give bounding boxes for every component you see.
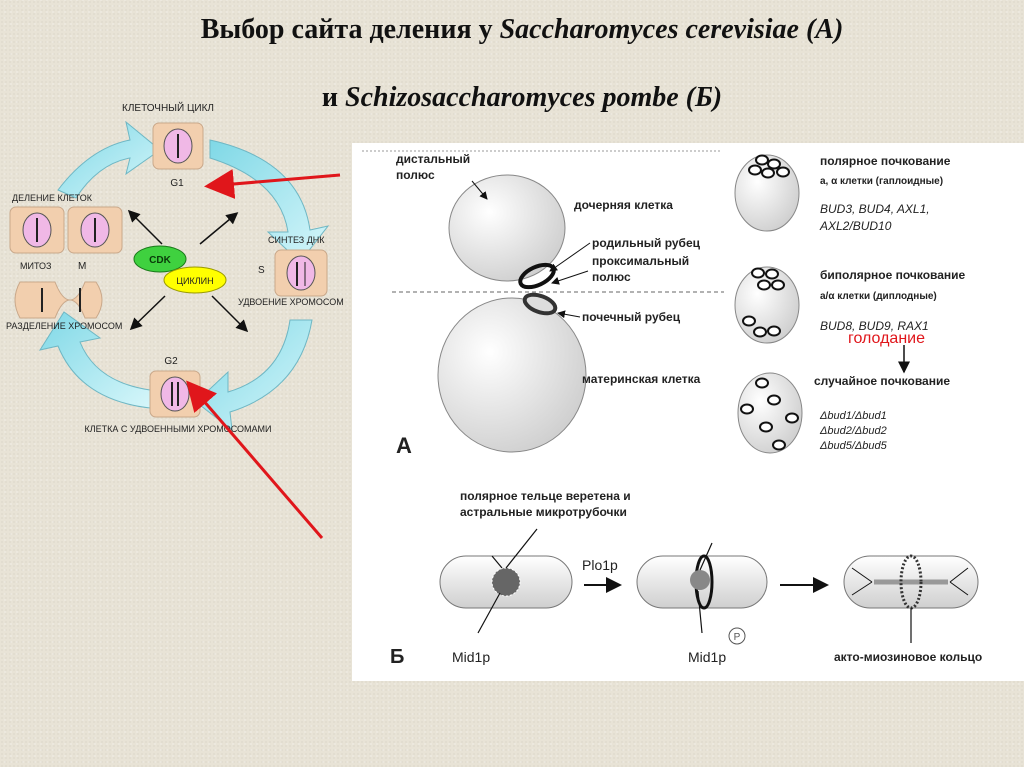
- random-genes-3: Δbud5/Δbud5: [819, 440, 888, 452]
- birth-scar-label: родильный рубец: [592, 236, 701, 250]
- slide-title-line2: и Schizosaccharomyces pombe (Б): [10, 82, 1024, 114]
- phospho-label: P: [734, 632, 741, 643]
- birth-scar-pointer: [549, 242, 591, 272]
- random-budding-label: случайное почкование: [814, 374, 950, 388]
- daughter-cell-shape: [448, 174, 566, 282]
- cdk-blob: [133, 245, 187, 273]
- mother-cell-label: материнская клетка: [582, 372, 701, 386]
- bipolar-budding-cell: [734, 266, 800, 344]
- spindle-body-label: полярное тельце веретена и: [460, 489, 631, 503]
- pombe-cell-3: [843, 554, 979, 643]
- distal-pole-label: дистальный: [396, 152, 470, 166]
- title-prefix-2: и: [321, 82, 346, 113]
- panel-svg: дистальный полюс дочерняя клетка родильн…: [362, 150, 982, 668]
- cell-cycle-diagram: КЛЕТОЧНЫЙ ЦИКЛ G1 ДЕЛЕНИЕ КЛЕТОК МИТОЗ M…: [6, 101, 344, 434]
- polar-genes-2: AXL2/BUD10: [819, 219, 892, 233]
- pombe-cell-2: [636, 542, 768, 645]
- proximal-pole-label: проксимальный: [592, 254, 689, 268]
- proximal-pointer: [551, 270, 589, 285]
- dna-synthesis-label: СИНТЕЗ ДНК: [268, 235, 325, 245]
- random-budding-cell: [737, 372, 803, 454]
- distal-pole-label-2: полюс: [396, 168, 435, 182]
- doubling-label: УДВОЕНИЕ ХРОМОСОМ: [238, 297, 344, 307]
- panel-b-letter: Б: [390, 646, 404, 668]
- random-genes-1: Δbud1/Δbud1: [819, 410, 887, 422]
- s-cell: [274, 249, 328, 297]
- m-cells: [9, 206, 123, 254]
- red-arrow-g1: [204, 169, 341, 199]
- distal-pointer: [471, 180, 488, 200]
- g1-label: G1: [170, 178, 184, 189]
- m-label: M: [78, 261, 86, 272]
- starvation-label: голодание: [848, 330, 925, 347]
- doubled-cell-label: КЛЕТКА С УДВОЕННЫМИ ХРОМОСОМАМИ: [84, 424, 271, 434]
- title-species-b: Schizosaccharomyces pombe (Б): [345, 82, 723, 113]
- random-genes-2: Δbud2/Δbud2: [819, 425, 887, 437]
- cdk-arrows: [127, 209, 249, 333]
- bud-scar-ring: [522, 292, 558, 316]
- g2-label: G2: [164, 356, 178, 367]
- bud-scar-label: почечный рубец: [582, 310, 681, 324]
- cyclin-label: ЦИКЛИН: [176, 276, 213, 286]
- ring-label: акто-миозиновое кольцо: [834, 650, 982, 664]
- spindle-body-label-2: астральные микротрубочки: [460, 505, 627, 519]
- bipolar-cells-label: a/α клетки (диплодные): [820, 291, 937, 302]
- bipolar-budding-label: биполярное почкование: [820, 268, 966, 282]
- title-prefix: Выбор сайта деления у: [200, 14, 500, 45]
- mother-cell-shape: [437, 297, 587, 453]
- title-species-a: Saccharomyces cerevisiae (A): [499, 14, 844, 45]
- g1-cell: [152, 122, 204, 170]
- illustration-panel: дистальный полюс дочерняя клетка родильн…: [352, 143, 1024, 681]
- polar-budding-cell: [734, 154, 800, 232]
- panel-a-letter: A: [396, 433, 412, 458]
- polar-genes-1: BUD3, BUD4, AXL1,: [820, 202, 930, 216]
- bud-scar-pointer: [557, 310, 581, 319]
- mid1p-label-2: Mid1p: [688, 649, 726, 665]
- cycle-title: КЛЕТОЧНЫЙ ЦИКЛ: [122, 101, 214, 114]
- separating-cell: [14, 281, 103, 319]
- bipolar-genes-label: BUD8, BUD9, RAX1: [820, 319, 929, 333]
- cell-division-label: ДЕЛЕНИЕ КЛЕТОК: [12, 193, 93, 203]
- plo1p-label: Plo1p: [582, 557, 618, 573]
- slide-title-line1: Выбор сайта деления у Saccharomyces cere…: [10, 14, 1024, 46]
- mid1p-label-1: Mid1p: [452, 649, 490, 665]
- red-arrow-g2: [186, 380, 324, 539]
- proximal-pole-label-2: полюс: [592, 270, 631, 284]
- s-label: S: [258, 265, 265, 276]
- separation-label: РАЗДЕЛЕНИЕ ХРОМОСОМ: [6, 321, 122, 331]
- cyclin-blob: [163, 266, 227, 294]
- cdk-label: CDK: [149, 255, 171, 266]
- mitosis-label: МИТОЗ: [20, 261, 52, 271]
- polar-budding-label: полярное почкование: [820, 154, 951, 168]
- cycle-arrows: [38, 120, 330, 432]
- pombe-cell-1: [439, 528, 573, 634]
- daughter-cell-label: дочерняя клетка: [574, 198, 673, 212]
- polar-cells-label: a, α клетки (гаплоидные): [820, 176, 943, 187]
